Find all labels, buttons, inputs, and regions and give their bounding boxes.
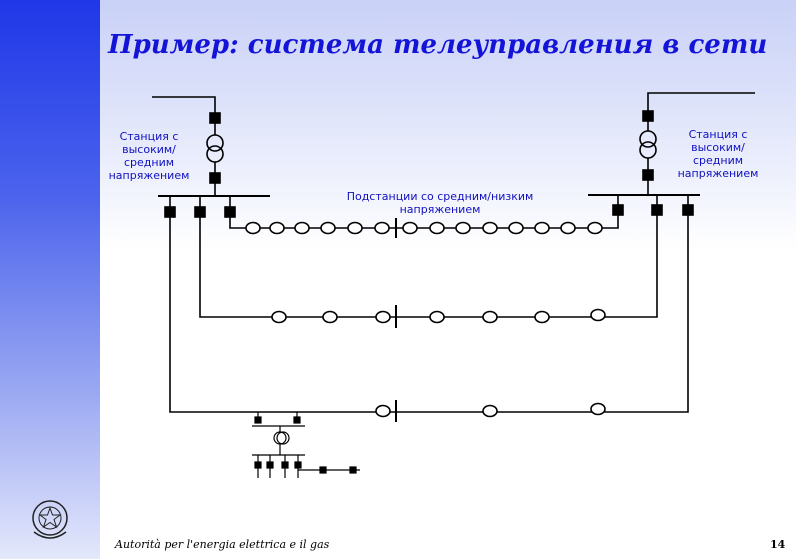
station-left-label: Станция с высоким/ средним напряжением: [108, 130, 190, 182]
feeder-1: [229, 215, 619, 238]
feeder-2: [199, 215, 658, 328]
switch-icon: [682, 204, 694, 216]
switch-icon: [612, 204, 624, 216]
transformer-icon: [206, 134, 224, 163]
switch-icon: [642, 169, 654, 181]
emblem-icon: [32, 500, 68, 539]
switch-icon: [224, 206, 236, 218]
page-number: 14: [770, 538, 786, 551]
header-gradient: [100, 0, 796, 250]
substation-label: Подстанции со средним/низким напряжением: [346, 190, 534, 216]
left-station: [152, 96, 270, 218]
switch-icon: [164, 206, 176, 218]
right-station: [588, 92, 755, 216]
switch-icon: [209, 112, 221, 124]
footer-text: Autorità per l'energia elettrica e il ga…: [115, 538, 330, 551]
switch-icon: [642, 110, 654, 122]
switch-icon: [209, 172, 221, 184]
transformer-icon: [639, 130, 657, 159]
switch-icon: [194, 206, 206, 218]
station-right-label: Станция с высоким/ средним напряжением: [677, 128, 759, 180]
switch-icon: [651, 204, 663, 216]
transformer-icon: [273, 431, 290, 445]
feeder-3: [169, 215, 689, 422]
slide-title: Пример: система телеуправления в сети: [108, 30, 768, 60]
sidebar-band: [0, 0, 100, 559]
small-substation: [252, 412, 360, 478]
